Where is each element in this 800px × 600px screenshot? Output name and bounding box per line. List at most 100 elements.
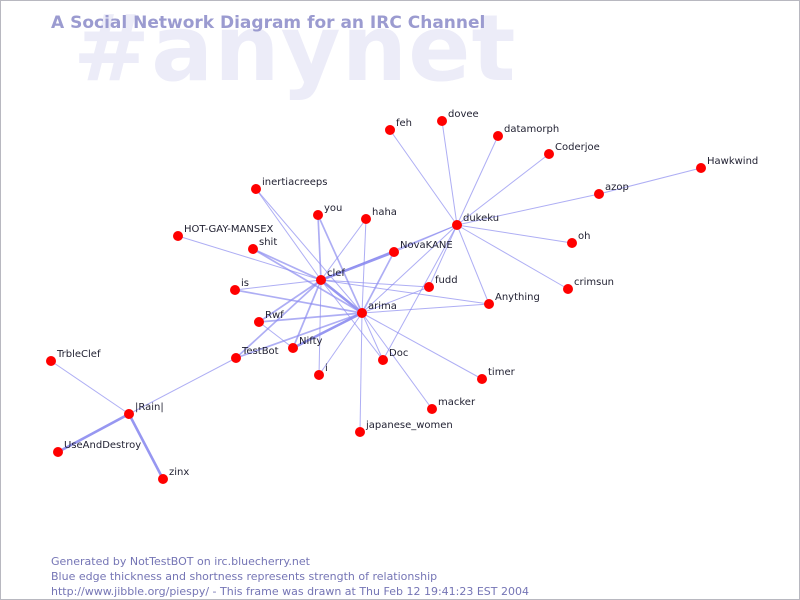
node-label: NovaKANE — [400, 240, 453, 251]
node-label: TestBot — [241, 346, 279, 357]
diagram-title: A Social Network Diagram for an IRC Chan… — [51, 13, 486, 33]
edge-dukeku-arima — [361, 224, 458, 314]
node-label: inertiacreeps — [262, 177, 327, 188]
edge-dukeku-azop — [456, 193, 600, 226]
node-label: HOT-GAY-MANSEX — [184, 224, 274, 235]
edge-clef-inertiacreeps — [255, 188, 322, 281]
edge-rwf-nifty — [258, 321, 294, 349]
node-label: japanese_women — [365, 420, 453, 431]
node-rain: |Rain| — [124, 402, 164, 419]
node-label: Anything — [495, 292, 540, 303]
edge-clef-fudd — [320, 279, 430, 288]
node-dot — [484, 299, 494, 309]
node-macker: macker — [427, 397, 476, 414]
footer-line-url-timestamp: http://www.jibble.org/piespy/ - This fra… — [51, 585, 530, 598]
edge-arima-macker — [361, 312, 433, 410]
edge-arima-nifty — [292, 311, 363, 350]
footer-line-legend: Blue edge thickness and shortness repres… — [51, 570, 438, 583]
node-dot — [316, 275, 326, 285]
node-dot — [313, 210, 323, 220]
node-dot — [389, 247, 399, 257]
node-label: Rwf — [265, 310, 284, 321]
node-datamorph: datamorph — [493, 124, 559, 141]
edge-dukeku-datamorph — [456, 135, 499, 226]
node-label: i — [325, 363, 328, 374]
node-dot — [231, 353, 241, 363]
edge-rain-useanddestroy — [57, 412, 130, 454]
node-hawkwind: Hawkwind — [696, 156, 758, 173]
edge-dukeku-anything — [456, 224, 490, 305]
edge-clef-haha — [320, 218, 367, 281]
node-haha: haha — [361, 207, 397, 224]
node-dot — [544, 149, 554, 159]
node-dot — [46, 356, 56, 366]
node-dovee: dovee — [437, 109, 479, 126]
edge-dukeku-coderjoe — [456, 153, 550, 226]
node-dot — [378, 355, 388, 365]
edge-arima-rwf — [258, 312, 363, 323]
edge-arima-novakane — [361, 251, 395, 314]
edge-dukeku-crimsun — [456, 224, 569, 290]
node-dot — [563, 284, 573, 294]
node-label: macker — [438, 397, 476, 408]
node-coderjoe: Coderjoe — [544, 142, 600, 159]
edge-clef-testbot — [235, 279, 322, 359]
edge-dukeku-feh — [389, 129, 458, 226]
edge-dukeku-fudd — [428, 224, 458, 288]
edge-layer — [50, 120, 702, 480]
edge-arima-i — [318, 312, 363, 376]
edge-arima-is — [234, 289, 363, 314]
edge-testbot-rain — [128, 357, 237, 415]
node-label: feh — [396, 118, 412, 129]
node-feh: feh — [385, 118, 412, 135]
edge-arima-japanese-women — [359, 312, 363, 433]
node-clef: clef — [316, 268, 345, 285]
node-dot — [355, 427, 365, 437]
node-label: Doc — [389, 348, 408, 359]
node-label: Nifty — [299, 336, 323, 347]
node-dot — [248, 244, 258, 254]
node-label: clef — [327, 268, 345, 279]
node-testbot: TestBot — [231, 346, 279, 363]
node-zinx: zinx — [158, 467, 189, 484]
node-i: i — [314, 363, 328, 380]
node-anything: Anything — [484, 292, 540, 309]
node-label: fudd — [435, 275, 458, 286]
node-label: crimsun — [574, 277, 614, 288]
node-is: is — [230, 278, 249, 295]
node-dot — [696, 163, 706, 173]
node-hot-gay-mansex: HOT-GAY-MANSEX — [173, 224, 274, 241]
edge-arima-testbot — [235, 312, 363, 359]
node-label: TrbleClef — [56, 349, 101, 360]
node-dot — [361, 214, 371, 224]
node-arima: arima — [357, 301, 397, 318]
node-label: datamorph — [504, 124, 559, 135]
node-label: Hawkwind — [707, 156, 758, 167]
edge-arima-timer — [361, 312, 483, 380]
edge-rain-trbleclef — [50, 360, 130, 415]
edge-clef-novakane — [320, 250, 395, 282]
node-doc: Doc — [378, 348, 408, 365]
edge-arima-inertiacreeps — [255, 188, 363, 314]
node-label: you — [324, 203, 342, 214]
node-label: dukeku — [463, 213, 499, 224]
node-dot — [594, 189, 604, 199]
node-dot — [53, 447, 63, 457]
node-label: |Rain| — [135, 402, 164, 413]
edge-clef-arima — [320, 278, 363, 315]
node-dot — [437, 116, 447, 126]
edge-clef-you — [317, 214, 322, 281]
node-timer: timer — [477, 367, 516, 384]
edge-dukeku-doc — [382, 224, 458, 361]
node-novakane: NovaKANE — [389, 240, 453, 257]
edge-azop-hawkwind — [598, 167, 702, 195]
edge-clef-hot-gay-mansex — [177, 235, 322, 281]
edge-rain-zinx — [127, 413, 165, 480]
node-label: haha — [372, 207, 397, 218]
edge-arima-shit — [252, 248, 363, 314]
node-label: shit — [259, 237, 277, 248]
node-label: azop — [605, 182, 629, 193]
